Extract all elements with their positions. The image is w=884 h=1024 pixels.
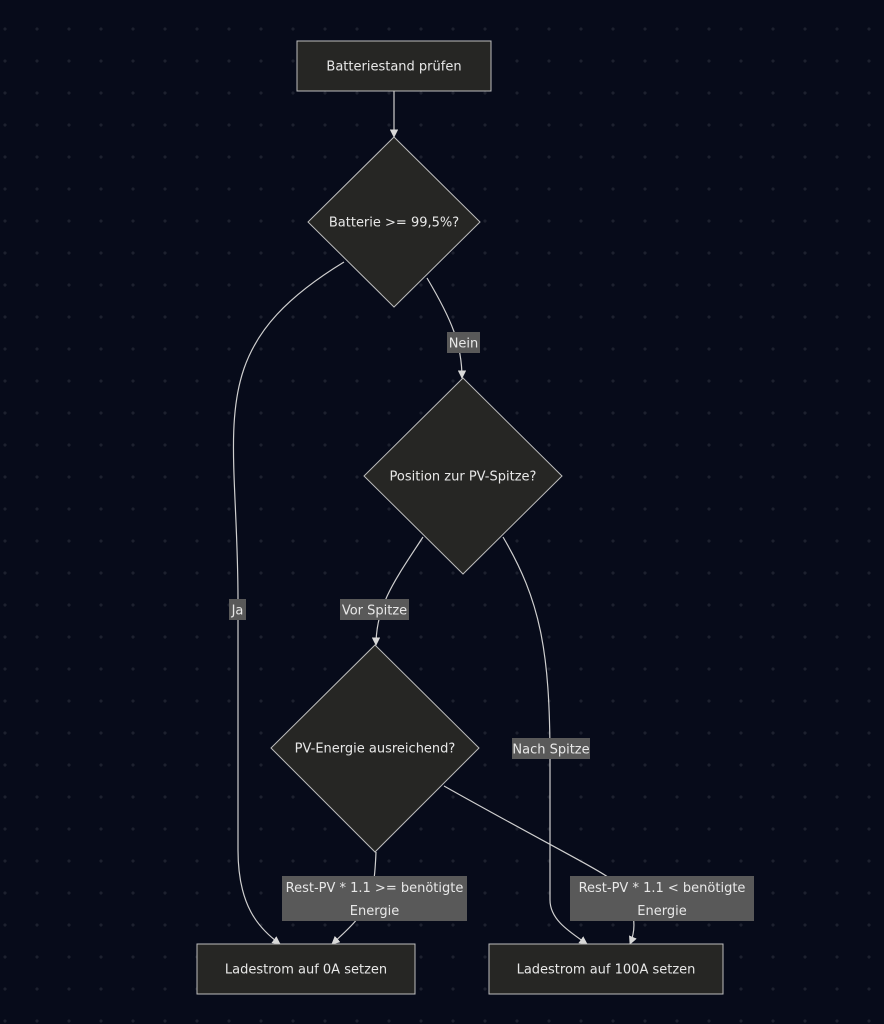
node-check-battery-label: Batteriestand prüfen: [326, 60, 461, 75]
nodes: Batteriestand prüfen Batterie >= 99,5%? …: [196, 40, 724, 995]
node-set-100a-label: Ladestrom auf 100A setzen: [517, 963, 696, 978]
node-position-decision[interactable]: Position zur PV-Spitze?: [363, 377, 563, 575]
edge-battery-yes: [232, 261, 345, 945]
edge-label-after-peak-text: Nach Spitze: [512, 743, 589, 758]
edge-label-not-enough-line2: Energie: [637, 904, 686, 919]
edge-label-not-enough-line1: Rest-PV * 1.1 < benötigte: [579, 881, 746, 896]
edge-position-before: [371, 536, 424, 646]
edge-label-enough: Rest-PV * 1.1 >= benötigte Energie: [282, 876, 467, 921]
node-energy-decision-label: PV-Energie ausreichend?: [295, 742, 456, 757]
edge-label-enough-line1: Rest-PV * 1.1 >= benötigte: [286, 881, 464, 896]
edge-label-yes-text: Ja: [231, 604, 244, 619]
edge-label-before-peak: Vor Spitze: [340, 599, 409, 620]
node-battery-decision[interactable]: Batterie >= 99,5%?: [307, 136, 481, 308]
node-set-100a[interactable]: Ladestrom auf 100A setzen: [488, 943, 724, 995]
edge-label-not-enough: Rest-PV * 1.1 < benötigte Energie: [570, 876, 754, 921]
edge-label-after-peak: Nach Spitze: [512, 738, 590, 759]
edge-labels: Nein Ja Vor Spitze Nach Spitze Rest-PV *…: [229, 332, 754, 921]
edge-label-no-text: Nein: [449, 337, 479, 352]
node-position-decision-label: Position zur PV-Spitze?: [390, 470, 537, 485]
edge-position-after: [502, 536, 588, 945]
node-energy-decision[interactable]: PV-Energie ausreichend?: [270, 644, 480, 853]
node-battery-decision-label: Batterie >= 99,5%?: [329, 216, 459, 231]
edge-label-yes: Ja: [229, 599, 246, 620]
edge-label-before-peak-text: Vor Spitze: [342, 604, 407, 619]
edge-label-no: Nein: [447, 332, 480, 353]
edge-label-enough-line2: Energie: [350, 904, 399, 919]
node-check-battery[interactable]: Batteriestand prüfen: [296, 40, 492, 92]
node-set-0a-label: Ladestrom auf 0A setzen: [225, 963, 387, 978]
edge-battery-no: [426, 277, 467, 379]
node-set-0a[interactable]: Ladestrom auf 0A setzen: [196, 943, 416, 995]
